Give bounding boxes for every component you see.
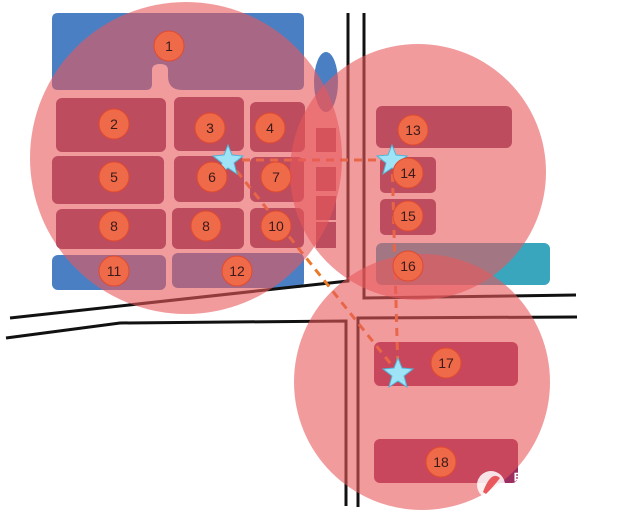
svg-text:8: 8	[110, 218, 118, 234]
marker-14: 14	[392, 157, 424, 189]
svg-text:16: 16	[400, 258, 416, 274]
marker-4: 4	[254, 112, 286, 144]
marker-8b: 8	[190, 210, 222, 242]
coverage-circle-c	[294, 254, 550, 510]
svg-text:5: 5	[110, 169, 118, 185]
svg-text:13: 13	[405, 122, 421, 138]
marker-8a: 8	[98, 210, 130, 242]
marker-10: 10	[260, 210, 292, 242]
marker-1: 1	[153, 30, 185, 62]
marker-12: 12	[221, 255, 253, 287]
ap-star-left	[211, 143, 245, 176]
svg-text:17: 17	[438, 355, 454, 371]
building-markers: 1 2 3 4 5 6 7 8 8 10 11 12 13 14 15 16 1…	[98, 30, 462, 478]
marker-2: 2	[98, 108, 130, 140]
marker-5: 5	[98, 161, 130, 193]
access-points	[211, 143, 415, 389]
marker-17: 17	[430, 347, 462, 379]
ap-star-bottom	[381, 356, 415, 389]
svg-text:2: 2	[110, 116, 118, 132]
svg-text:8: 8	[202, 218, 210, 234]
watermark-text: 电子发烧友 www.elecfans.com	[513, 470, 622, 504]
svg-text:4: 4	[266, 120, 274, 136]
ap-star-right	[375, 143, 409, 176]
svg-text:12: 12	[229, 263, 245, 279]
svg-text:11: 11	[107, 263, 122, 279]
svg-text:15: 15	[400, 208, 416, 224]
marker-13: 13	[397, 114, 429, 146]
marker-11: 11	[98, 255, 130, 287]
marker-18: 18	[425, 446, 457, 478]
svg-text:6: 6	[208, 169, 216, 185]
svg-text:18: 18	[433, 454, 449, 470]
watermark-logo-icon	[477, 471, 505, 499]
marker-6: 6	[196, 161, 228, 193]
marker-15: 15	[392, 200, 424, 232]
svg-text:1: 1	[165, 38, 173, 54]
svg-text:7: 7	[272, 169, 280, 185]
svg-text:3: 3	[206, 120, 214, 136]
marker-3: 3	[194, 112, 226, 144]
marker-7: 7	[260, 161, 292, 193]
svg-text:14: 14	[400, 165, 416, 181]
coverage-areas	[30, 2, 550, 510]
svg-text:10: 10	[268, 218, 284, 234]
marker-16: 16	[392, 250, 424, 282]
